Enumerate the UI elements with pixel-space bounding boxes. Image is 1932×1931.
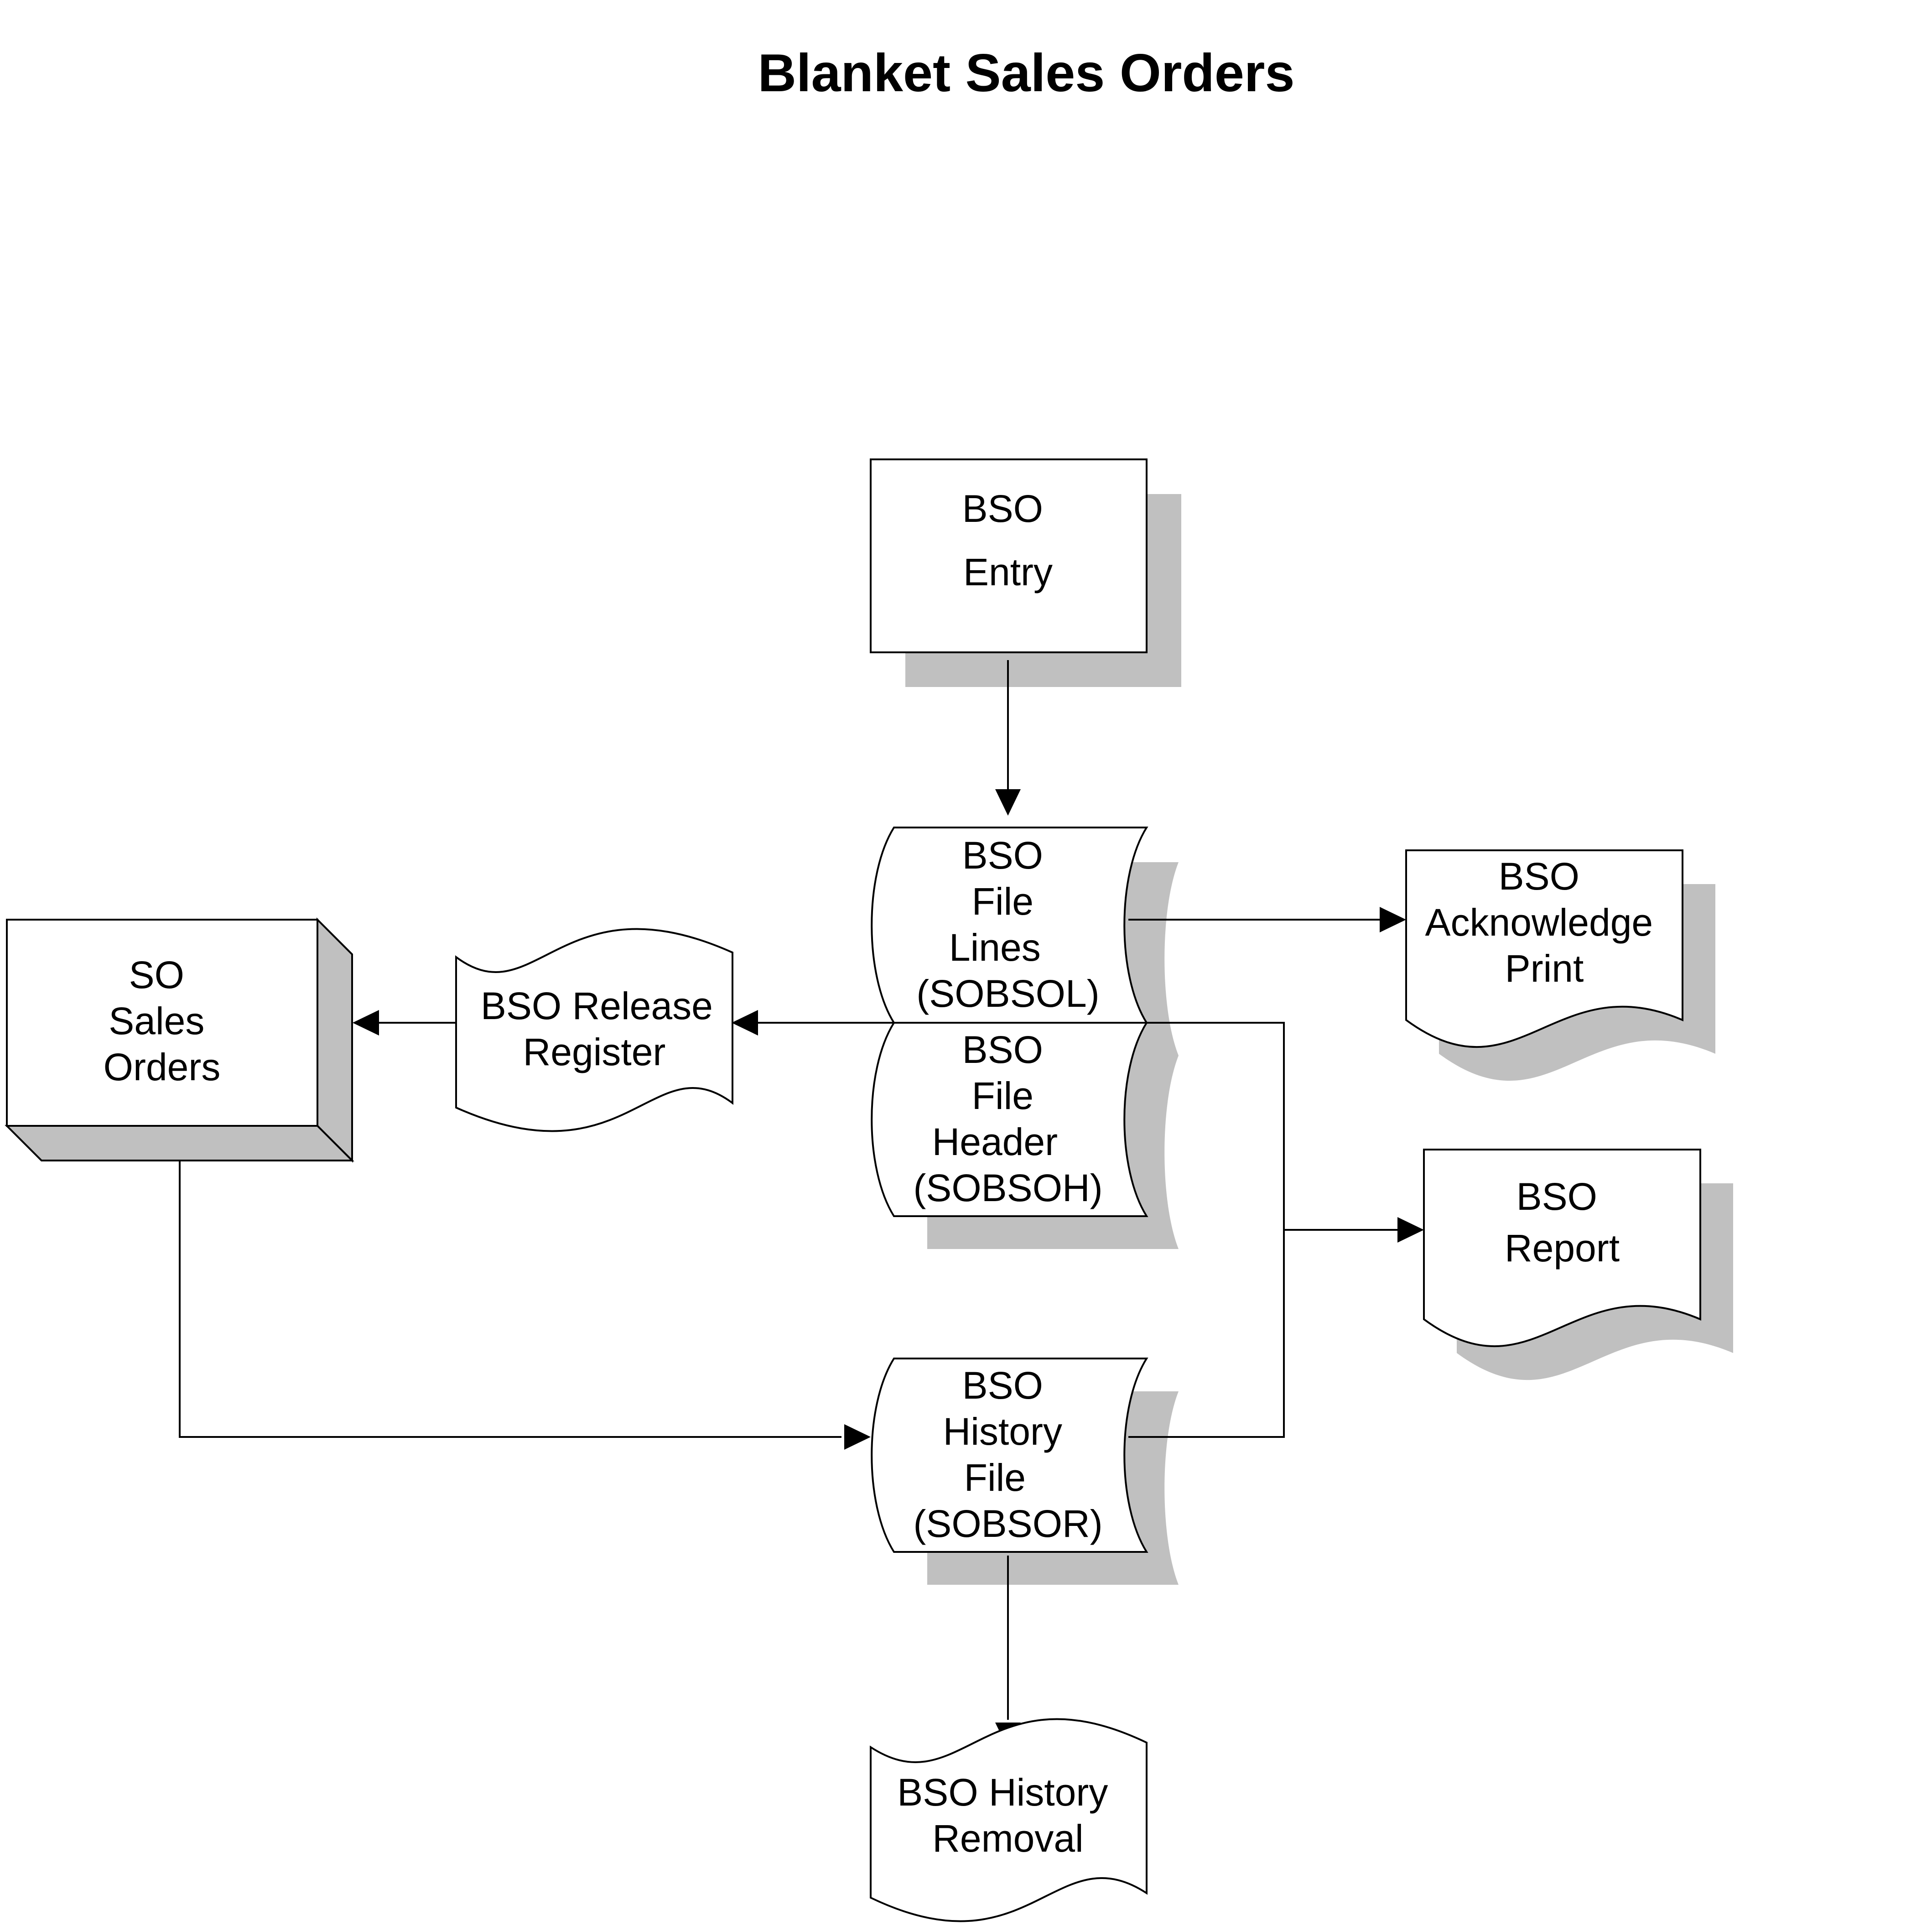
arrowhead-to-report: [1397, 1217, 1424, 1243]
bso-history-removal-label: BSO History Removal: [897, 1771, 1118, 1860]
edge-history-to-report: [1128, 1230, 1285, 1438]
arrowhead-to-release-register: [732, 1010, 758, 1036]
connectors: [179, 660, 1424, 1749]
bso-file-header-label: BSO File Header (SOBSOH): [913, 1028, 1102, 1209]
bso-release-register-label: BSO Release Register: [481, 984, 723, 1073]
edge-lines-to-report: [1128, 1022, 1397, 1231]
bso-file-header-box: [871, 1022, 1148, 1217]
so-sales-orders-label: SO Sales Orders: [104, 953, 221, 1088]
arrowhead-to-so: [353, 1010, 379, 1036]
shapes: [5, 458, 1701, 1922]
bso-history-removal-box: [870, 1718, 1148, 1922]
bso-acknowledge-print-box: [1405, 849, 1683, 1048]
arrowhead-to-lines: [995, 789, 1021, 816]
bso-file-lines-label: BSO File Lines (SOBSOL): [916, 834, 1099, 1015]
bso-report-label: BSO Report: [1505, 1175, 1620, 1270]
bso-entry-label: BSO Entry: [962, 487, 1054, 593]
bso-history-file-label: BSO History File (SOBSOR): [913, 1364, 1102, 1545]
bso-report-box: [1423, 1149, 1701, 1347]
so-sales-orders-box: [6, 919, 318, 1127]
bso-entry-box: [870, 458, 1148, 653]
labels: BSO Entry BSO File Lines (SOBSOL) BSO Fi…: [104, 487, 1664, 1860]
arrowhead-to-history: [844, 1424, 871, 1450]
arrowhead-to-acknowledge: [1380, 907, 1406, 932]
bso-history-file-box: [871, 1358, 1148, 1553]
so-sales-orders-side-face: [317, 917, 353, 1163]
diagram-title: Blanket Sales Orders: [758, 43, 1294, 103]
so-sales-orders-bottom-face: [5, 1125, 354, 1161]
edge-so-to-history: [179, 1161, 841, 1438]
bso-release-register-box: [455, 928, 733, 1132]
bso-acknowledge-print-label: BSO Acknowledge Print: [1425, 855, 1664, 990]
